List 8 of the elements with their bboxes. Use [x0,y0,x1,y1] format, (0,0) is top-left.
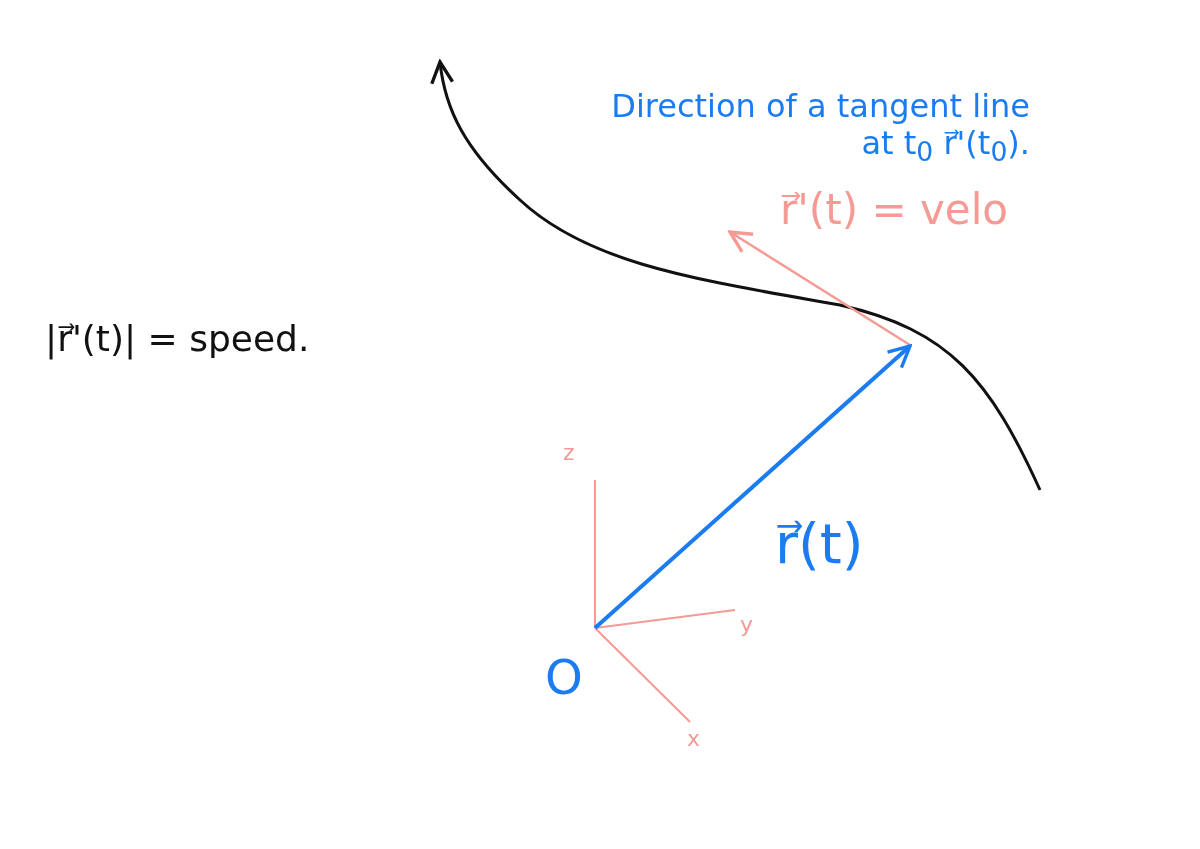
speed-formula: |r⃗'(t)| = speed. [45,318,310,360]
axis-label: y [740,612,754,638]
origin-label: O [545,650,583,706]
vector-label: r⃗(t) [775,512,864,577]
axis-label: z [563,440,575,466]
note-text: Direction of a tangent line at t$_{0}$ r⃗'(t$_{0}$). [610,88,1030,168]
axis-label: x [687,726,701,752]
velocity-formula: r⃗'(t) = velo [780,186,1008,235]
